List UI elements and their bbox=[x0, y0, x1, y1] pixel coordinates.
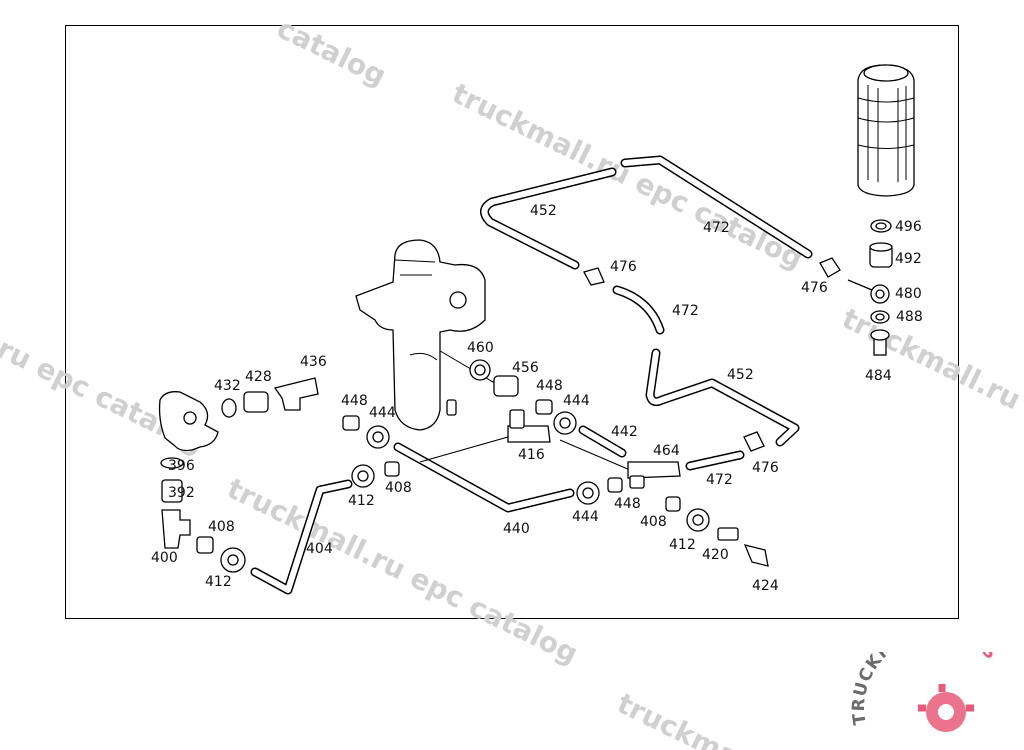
callout-488: 488 bbox=[896, 309, 923, 325]
truckmall-parts-logo: TRUCKMALLPARTS bbox=[846, 621, 1016, 740]
callout-444: 444 bbox=[563, 393, 590, 409]
logo-text: TRUCKMALLPARTS bbox=[849, 652, 1001, 726]
nut-408-b bbox=[665, 496, 681, 512]
hose-472-lower bbox=[685, 450, 745, 471]
watermark-4: truckmall.ru epc catalog bbox=[837, 302, 1024, 501]
clamp-476-lower bbox=[743, 431, 765, 452]
callout-472: 472 bbox=[672, 303, 699, 319]
tee-464 bbox=[627, 461, 681, 489]
elbow-400 bbox=[161, 509, 191, 549]
callout-412: 412 bbox=[205, 574, 232, 590]
callout-396: 396 bbox=[168, 458, 195, 474]
watermark-1: catalog bbox=[272, 12, 391, 93]
callout-492: 492 bbox=[895, 251, 922, 267]
callout-448: 448 bbox=[341, 393, 368, 409]
diagram-frame bbox=[65, 25, 959, 619]
callout-404: 404 bbox=[306, 541, 333, 557]
callout-448: 448 bbox=[536, 378, 563, 394]
callout-476: 476 bbox=[801, 280, 828, 296]
hose-472-middle bbox=[612, 285, 665, 335]
seal-ring-460 bbox=[469, 359, 491, 381]
fitting-420 bbox=[717, 527, 739, 541]
nut-412-a bbox=[351, 464, 375, 488]
callout-472: 472 bbox=[706, 472, 733, 488]
watermark-2: truckmall.ru epc catalog bbox=[447, 77, 808, 276]
callout-476: 476 bbox=[610, 259, 637, 275]
nut-448-b bbox=[607, 477, 623, 493]
seal-ring-496 bbox=[870, 219, 892, 233]
callout-432: 432 bbox=[214, 378, 241, 394]
callout-400: 400 bbox=[151, 550, 178, 566]
hose-472-upper bbox=[620, 155, 813, 259]
callout-448: 448 bbox=[614, 496, 641, 512]
elbow-424 bbox=[743, 544, 769, 567]
nut-444-b bbox=[576, 481, 600, 505]
nut-412-c bbox=[220, 547, 246, 573]
nut-444-c bbox=[366, 425, 390, 449]
nut-408-a bbox=[384, 461, 400, 477]
logo-brand-accent: PARTS bbox=[932, 652, 1001, 664]
callout-428: 428 bbox=[245, 369, 272, 385]
fitting-428 bbox=[243, 391, 269, 413]
fitting-456 bbox=[493, 375, 519, 397]
nut-444-a bbox=[553, 411, 577, 435]
clamp-476-top bbox=[583, 267, 605, 286]
fitting-492 bbox=[869, 242, 893, 268]
callout-420: 420 bbox=[702, 547, 729, 563]
tee-416 bbox=[507, 409, 551, 443]
callout-424: 424 bbox=[752, 578, 779, 594]
valve-body bbox=[158, 391, 219, 452]
callout-440: 440 bbox=[503, 521, 530, 537]
callout-408: 408 bbox=[385, 480, 412, 496]
steering-pump bbox=[355, 239, 486, 431]
callout-412: 412 bbox=[348, 493, 375, 509]
clamp-476-right bbox=[819, 257, 841, 278]
callout-408: 408 bbox=[640, 514, 667, 530]
watermark-6: truckma bbox=[612, 687, 744, 750]
callout-412: 412 bbox=[669, 537, 696, 553]
fitting-392 bbox=[161, 479, 183, 503]
callout-444: 444 bbox=[572, 509, 599, 525]
elbow-436 bbox=[273, 377, 319, 411]
callout-408: 408 bbox=[208, 519, 235, 535]
callout-460: 460 bbox=[467, 340, 494, 356]
callout-456: 456 bbox=[512, 360, 539, 376]
bolt-484 bbox=[870, 329, 890, 356]
callout-392: 392 bbox=[168, 485, 195, 501]
callout-476: 476 bbox=[752, 460, 779, 476]
hose-442 bbox=[578, 425, 627, 458]
callout-416: 416 bbox=[518, 447, 545, 463]
fluid-reservoir bbox=[857, 64, 915, 197]
gear-parts-icon: TRUCKMALLPARTS bbox=[849, 621, 1001, 740]
callout-452: 452 bbox=[727, 367, 754, 383]
hose-404 bbox=[250, 479, 353, 595]
callout-436: 436 bbox=[300, 354, 327, 370]
callout-labels: 3923964004044084084084124124124164204244… bbox=[151, 203, 923, 594]
callout-484: 484 bbox=[865, 368, 892, 384]
seal-ring-396 bbox=[160, 457, 184, 469]
nut-408-c bbox=[196, 536, 214, 554]
hose-452-lower bbox=[645, 348, 800, 447]
callout-444: 444 bbox=[369, 405, 396, 421]
nut-448-c bbox=[342, 415, 360, 431]
callout-496: 496 bbox=[895, 219, 922, 235]
hose-452-upper bbox=[480, 167, 617, 270]
banjo-480 bbox=[847, 279, 890, 304]
callout-442: 442 bbox=[611, 424, 638, 440]
logo-brand-main: TRUCKMALL bbox=[849, 652, 933, 726]
hose-440 bbox=[393, 442, 575, 513]
seal-ring-432 bbox=[221, 398, 237, 418]
callout-452: 452 bbox=[530, 203, 557, 219]
callout-480: 480 bbox=[895, 286, 922, 302]
callout-472: 472 bbox=[703, 220, 730, 236]
seal-ring-488 bbox=[870, 310, 890, 324]
nut-412-b bbox=[686, 508, 710, 532]
callout-464: 464 bbox=[653, 443, 680, 459]
nut-448-a bbox=[535, 399, 553, 415]
